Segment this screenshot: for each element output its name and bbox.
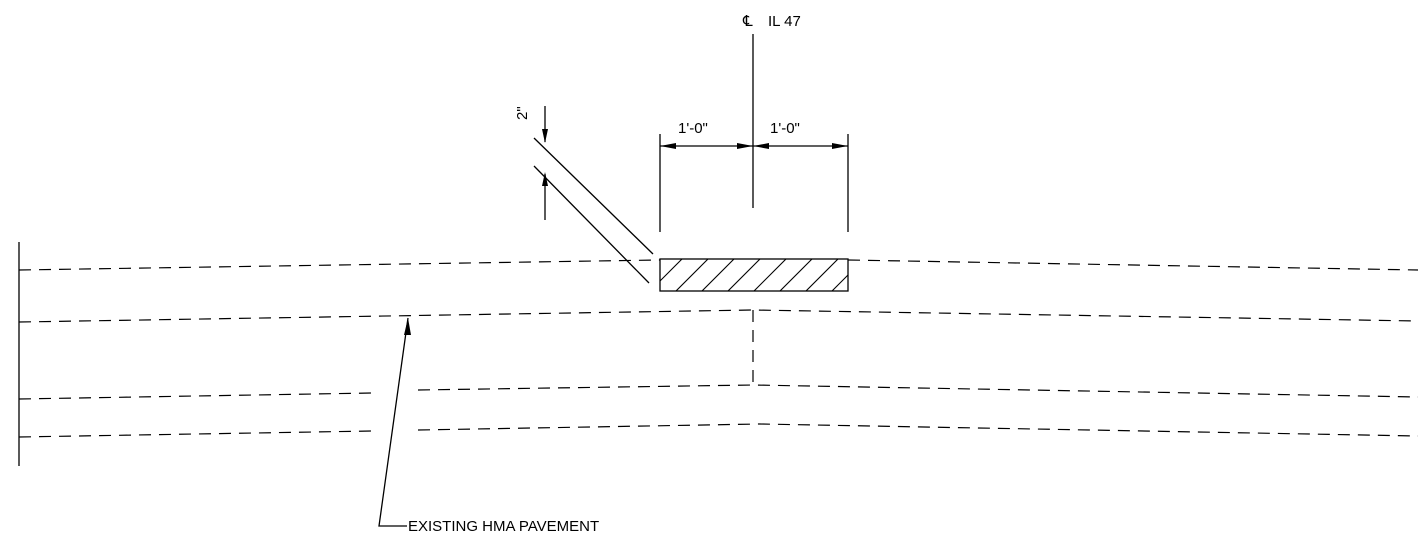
callout-arrow [404, 318, 411, 335]
arrow-left-outer [660, 143, 676, 149]
hatch-line [779, 259, 813, 291]
callout-label: EXISTING HMA PAVEMENT [408, 518, 599, 535]
dimension-label-left: 1'-0" [678, 120, 708, 137]
base-top-line-left [18, 392, 373, 400]
thickness-arrow-bottom [542, 172, 548, 186]
hatch-line [675, 259, 709, 291]
width-dimension: 1'-0" 1'-0" [659, 120, 849, 232]
base-bottom-line-right [417, 423, 1418, 437]
hma-bottom-line [18, 309, 1418, 323]
thickness-extension-top [533, 137, 654, 255]
hatched-strip [659, 258, 890, 292]
arrow-left-inner [737, 143, 753, 149]
thickness-arrow-top [542, 129, 548, 143]
base-bottom-line-left [18, 430, 373, 438]
hatch-lines [660, 259, 890, 291]
hatch-line [660, 259, 683, 282]
hatch-line [727, 259, 761, 291]
hatch-line [858, 259, 890, 291]
hatch-line [753, 259, 787, 291]
pavement-layers [18, 242, 1418, 466]
callout-leader [378, 317, 409, 527]
hatch-line [701, 259, 735, 291]
centerline-symbol: ℄ [742, 13, 753, 30]
arrow-right-inner [753, 143, 769, 149]
centerline: ℄ IL 47 [742, 13, 801, 208]
thickness-label: 2" [514, 106, 531, 120]
dimension-label-right: 1'-0" [770, 120, 800, 137]
hatch-line [805, 259, 839, 291]
arrow-right-outer [832, 143, 848, 149]
surface-line-left [18, 259, 661, 271]
thickness-dimension: 2" [514, 106, 654, 284]
base-top-line-right [417, 384, 1418, 398]
strip-outline [659, 258, 849, 292]
thickness-extension-bottom [533, 165, 650, 284]
hatch-line [831, 274, 848, 291]
pavement-callout: EXISTING HMA PAVEMENT [378, 317, 599, 535]
surface-line-right [847, 259, 1418, 271]
centerline-label: IL 47 [768, 13, 801, 30]
